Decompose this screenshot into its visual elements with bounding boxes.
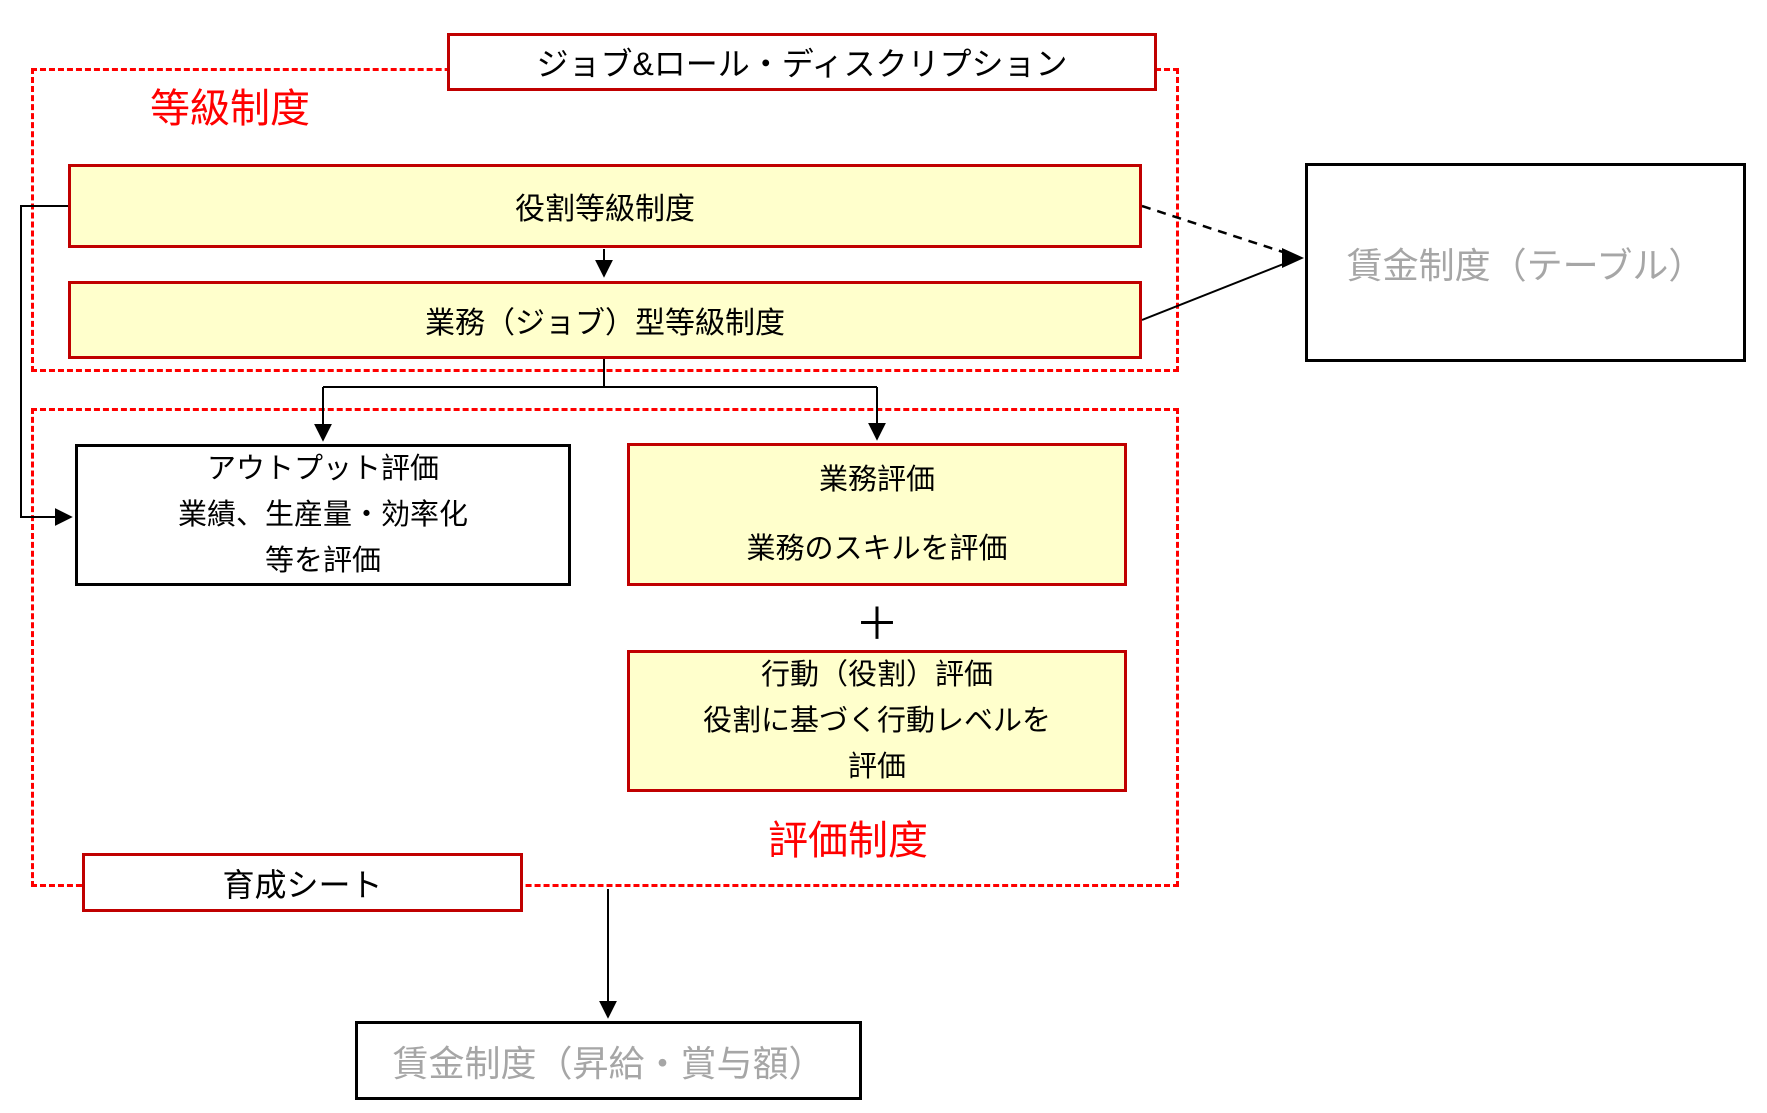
eval-section-dashed-frame xyxy=(31,408,1179,887)
wage-table-label: 賃金制度（テーブル） xyxy=(1346,244,1705,286)
behavior-eval-line2: 役割に基づく行動レベルを xyxy=(702,705,1051,737)
development-sheet-label: 育成シート xyxy=(222,866,383,903)
wage-table-arrowhead xyxy=(1282,248,1304,268)
eval-section-label: 評価制度 xyxy=(768,819,928,863)
plus-sign: ＋ xyxy=(855,600,899,649)
wage-raise-label: 賃金制度（昇給・賞与額） xyxy=(392,1042,825,1084)
output-eval-line1: アウトプット評価 xyxy=(206,453,439,485)
job-role-description-label: ジョブ&ロール・ディスクリプション xyxy=(536,46,1068,82)
output-eval-line2: 業績、生産量・効率化 xyxy=(177,499,468,531)
grade-section-label: 等級制度 xyxy=(150,87,310,131)
job-role-description-box: ジョブ&ロール・ディスクリプション xyxy=(447,33,1157,91)
wage-table-box: 賃金制度（テーブル） xyxy=(1305,163,1746,362)
role-grade-system-label: 役割等級制度 xyxy=(515,193,695,226)
job-grade-system-box: 業務（ジョブ）型等級制度 xyxy=(68,281,1142,359)
role-grade-system-box: 役割等級制度 xyxy=(68,164,1142,248)
behavior-eval-box: 行動（役割）評価 役割に基づく行動レベルを 評価 xyxy=(627,650,1127,792)
development-sheet-box: 育成シート xyxy=(82,853,523,912)
job-eval-box: 業務評価 業務のスキルを評価 xyxy=(627,443,1127,586)
job-eval-line1: 業務評価 xyxy=(818,464,935,497)
wage-raise-box: 賃金制度（昇給・賞与額） xyxy=(355,1021,862,1100)
job-grade-system-label: 業務（ジョブ）型等級制度 xyxy=(425,307,785,340)
output-eval-box: アウトプット評価 業績、生産量・効率化 等を評価 xyxy=(75,444,571,586)
behavior-eval-line3: 評価 xyxy=(847,751,906,783)
output-eval-line3: 等を評価 xyxy=(264,545,381,577)
job-eval-line2: 業務のスキルを評価 xyxy=(746,532,1008,565)
behavior-eval-line1: 行動（役割）評価 xyxy=(760,659,993,691)
